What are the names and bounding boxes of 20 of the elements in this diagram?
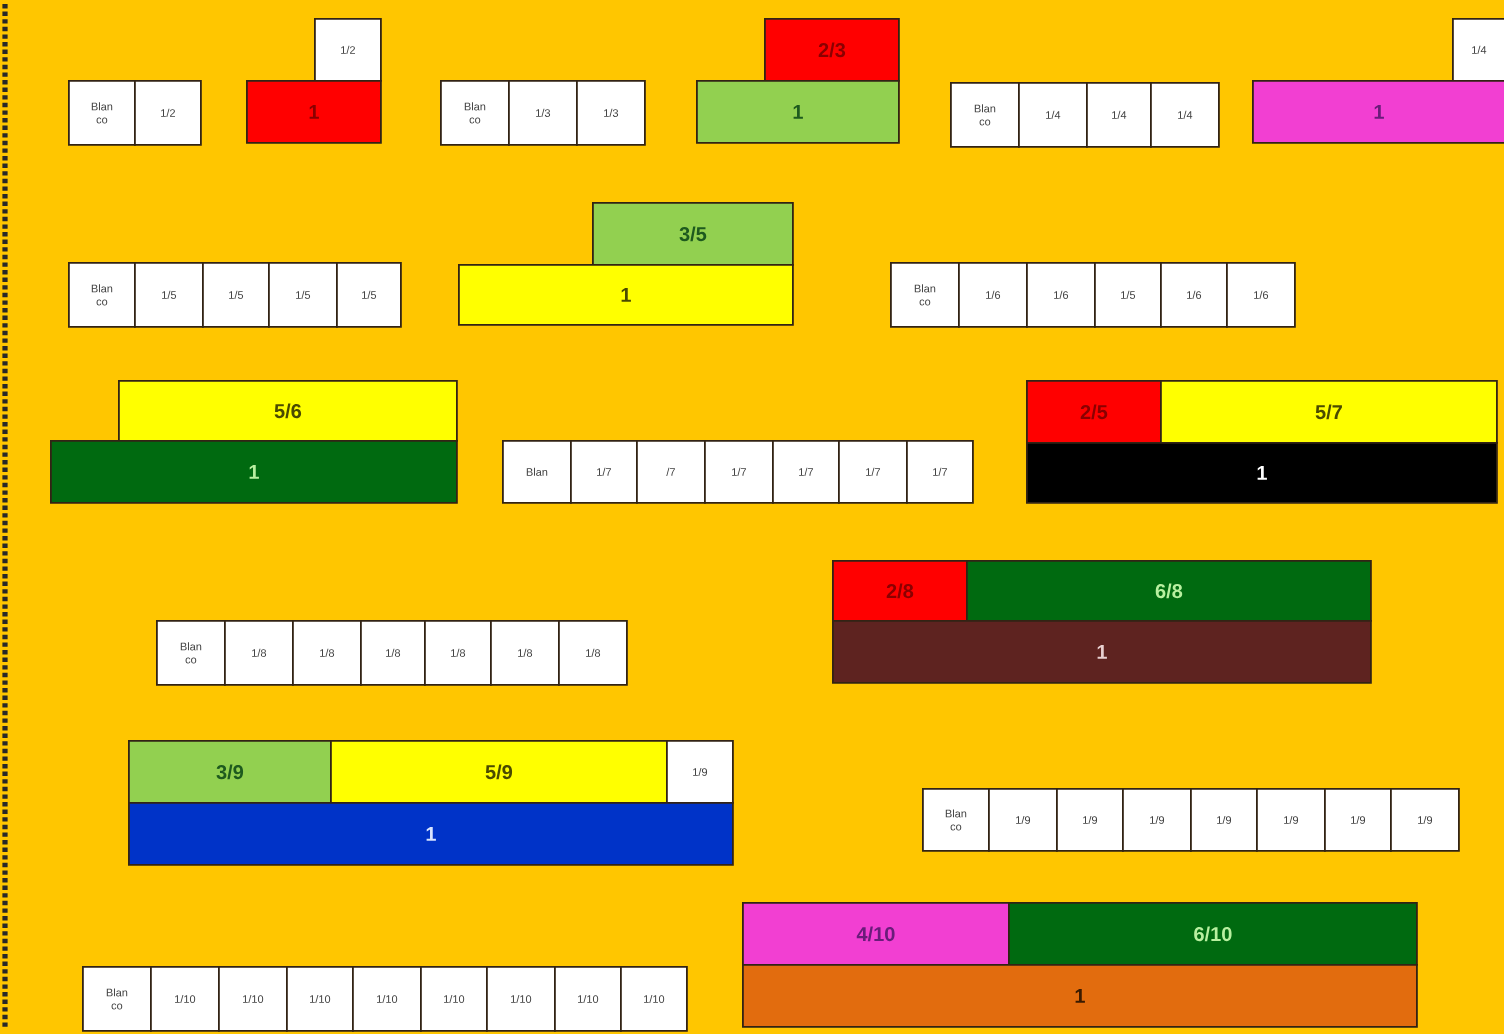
unit-bar: 1 xyxy=(1026,442,1498,504)
fraction-bar: 4/10 xyxy=(742,902,1010,966)
unit-bar: 1 xyxy=(742,964,1418,1028)
fraction-bar: 3/5 xyxy=(592,202,794,266)
fraction-bar: 5/6 xyxy=(118,380,458,442)
fraction-bar: 2/5 xyxy=(1026,380,1162,444)
fraction-bar: 5/7 xyxy=(1160,380,1498,444)
fraction-bar: 5/9 xyxy=(330,740,668,804)
fraction-bar: 6/10 xyxy=(1008,902,1418,966)
unit-bar: 1 xyxy=(832,620,1372,684)
fraction-bar: 2/8 xyxy=(832,560,968,622)
unit-bar: 1 xyxy=(50,440,458,504)
unit-bar: 1 xyxy=(246,80,382,144)
unit-bar: 1 xyxy=(458,264,794,326)
unit-bar: 1 xyxy=(696,80,900,144)
unit-bar: 1 xyxy=(1252,80,1504,144)
fraction-bar: 2/3 xyxy=(764,18,900,82)
fraction-bar: 3/9 xyxy=(128,740,332,804)
unit-bar: 1 xyxy=(128,802,734,866)
fraction-bar: 6/8 xyxy=(966,560,1372,622)
